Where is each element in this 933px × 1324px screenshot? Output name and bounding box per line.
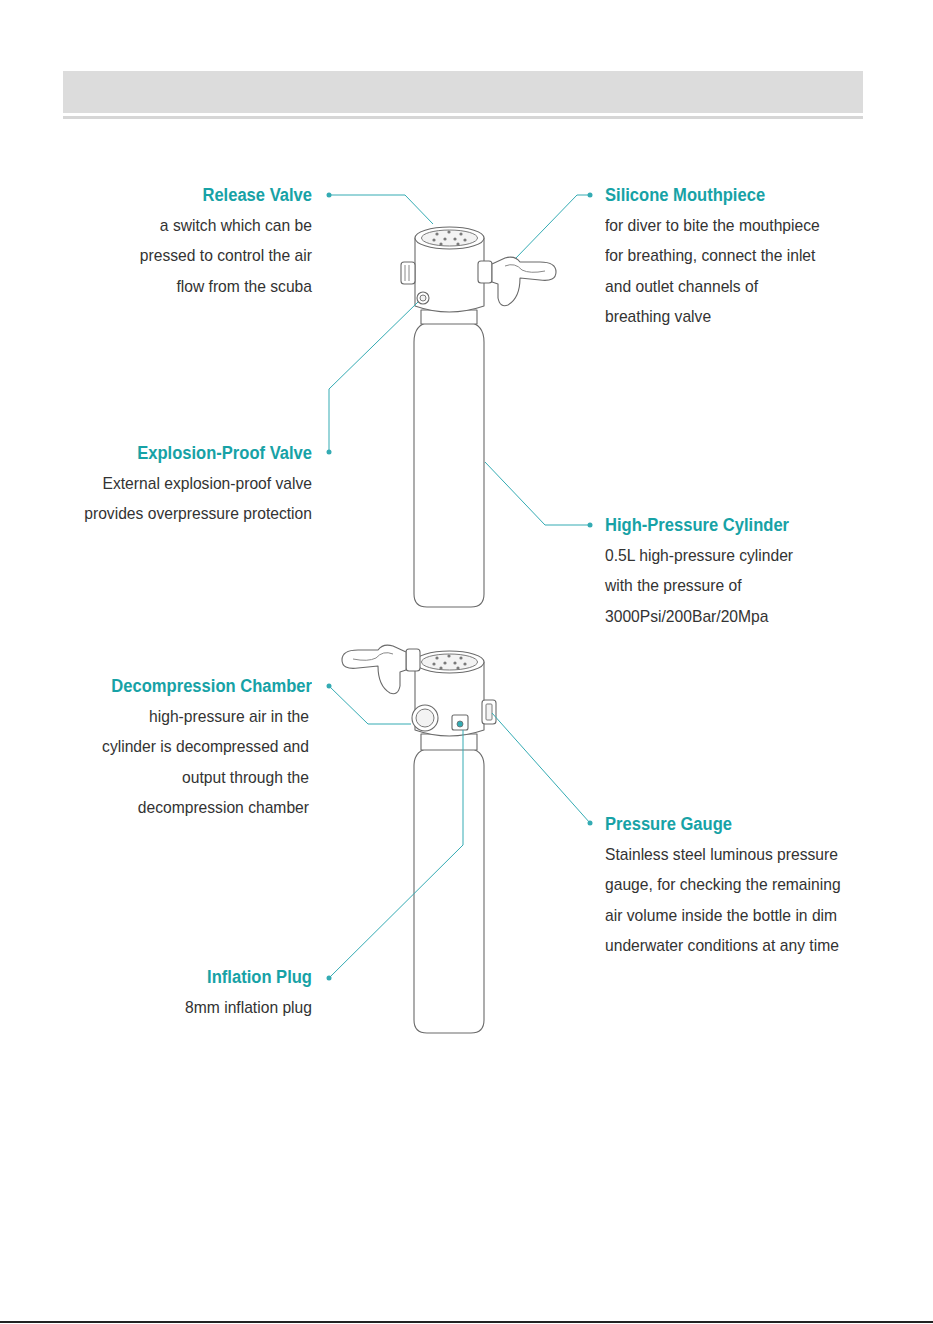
cap-dot <box>432 238 435 241</box>
cap-dot <box>435 656 438 659</box>
valve-core <box>420 295 426 301</box>
cap-dot <box>439 242 442 245</box>
cylinder-body <box>414 748 484 1033</box>
leader-dot <box>327 976 332 981</box>
leader-dot <box>327 450 332 455</box>
side-knob <box>401 262 415 284</box>
cap-dot <box>439 666 442 669</box>
pressure-gauge <box>482 700 496 724</box>
page-rule <box>0 1321 933 1323</box>
callout-text: 0.5L high-pressure cylinder with the pre… <box>605 541 812 633</box>
cap-dot <box>459 232 462 235</box>
release-button <box>422 654 478 670</box>
cap-dot <box>453 661 456 664</box>
leader-line <box>492 713 590 823</box>
silicone-mouthpiece <box>492 257 556 306</box>
header-rule <box>63 116 863 119</box>
leader-line <box>329 195 433 224</box>
scuba-tank-back <box>342 645 496 1033</box>
inflation-plug <box>452 715 468 730</box>
cap-dot <box>432 662 435 665</box>
valve-cap <box>415 227 484 249</box>
leader-dot <box>588 193 593 198</box>
callout-heading: Explosion-Proof Valve <box>8 441 312 465</box>
mouthpiece-bite <box>353 653 393 661</box>
mouthpiece-nut <box>406 649 420 671</box>
mouthpiece-nut <box>478 261 492 283</box>
cylinder-body <box>414 322 484 607</box>
leader-dot <box>588 821 593 826</box>
explosion-proof-valve <box>417 292 429 304</box>
silicone-mouthpiece <box>342 645 406 694</box>
mouthpiece-bite <box>505 265 545 273</box>
cap-dot <box>456 242 459 245</box>
leader-line <box>485 462 590 525</box>
cap-dot <box>435 232 438 235</box>
callout-heading: Decompression Chamber <box>8 674 312 698</box>
leader-dot <box>588 523 593 528</box>
cap-dot <box>456 666 459 669</box>
callout-heading: High-Pressure Cylinder <box>605 513 909 537</box>
cap-dot <box>443 237 446 240</box>
leader-line <box>516 195 590 258</box>
leader-dot <box>327 684 332 689</box>
cap-dot <box>443 661 446 664</box>
callout-heading: Silicone Mouthpiece <box>605 183 909 207</box>
callout-text: Stainless steel luminous pressure gauge,… <box>605 840 850 962</box>
gauge-face <box>486 704 492 720</box>
header-bar <box>63 71 863 113</box>
leader-line <box>329 730 463 978</box>
callout-text: a switch which can be pressed to control… <box>128 211 312 303</box>
leader-line <box>329 302 418 452</box>
cap-dot <box>453 237 456 240</box>
callout-text: 8mm inflation plug <box>128 993 312 1024</box>
callout-text: External explosion-proof valve provides … <box>77 469 312 530</box>
callout-heading: Pressure Gauge <box>605 812 909 836</box>
knob-grip <box>405 265 406 281</box>
valve-cap <box>415 651 484 673</box>
knob-grip <box>409 265 410 281</box>
plug-core <box>457 721 463 727</box>
callout-heading: Release Valve <box>8 183 312 207</box>
scuba-tank-front <box>401 227 556 607</box>
leader-lines <box>327 193 593 981</box>
decompression-chamber <box>412 705 438 731</box>
mouthpiece-group <box>342 645 420 694</box>
callout-text: for diver to bite the mouthpiece for bre… <box>605 211 823 333</box>
leader-dot <box>327 193 332 198</box>
chamber-cap <box>416 709 434 727</box>
callout-heading: Inflation Plug <box>8 965 312 989</box>
cap-dot <box>463 238 466 241</box>
leader-line <box>329 686 411 724</box>
cap-dot <box>459 656 462 659</box>
callout-text: high-pressure air in the cylinder is dec… <box>96 702 309 824</box>
cap-dot <box>447 654 450 657</box>
cap-dot <box>463 662 466 665</box>
release-button <box>422 230 478 246</box>
cap-dot <box>447 230 450 233</box>
